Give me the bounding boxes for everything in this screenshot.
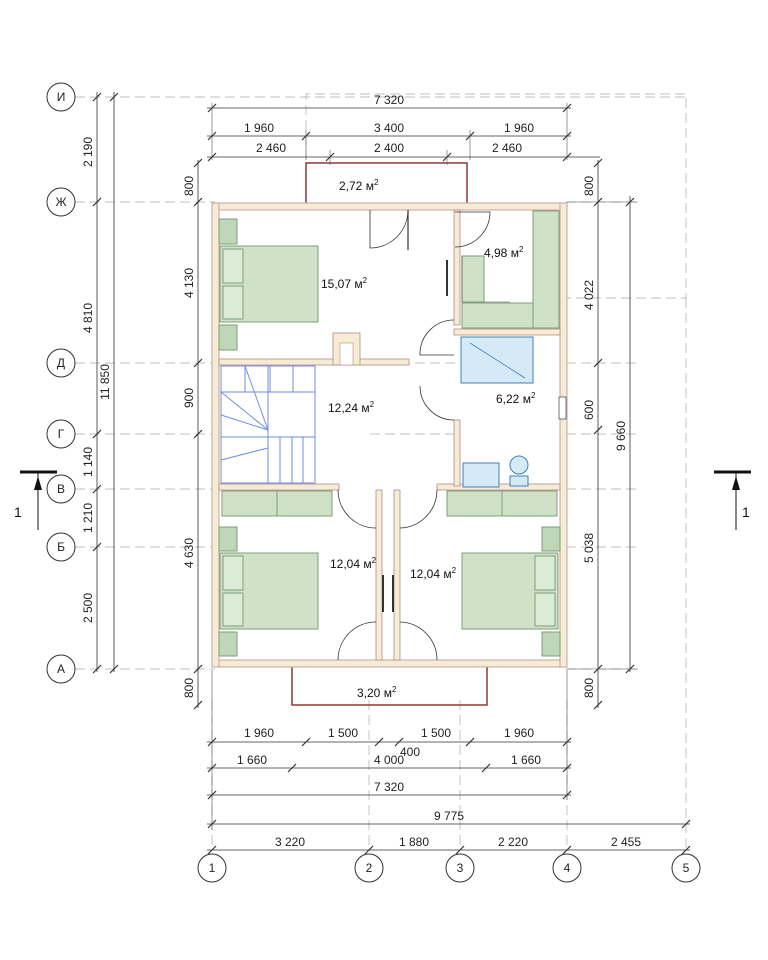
room-area-bathroom: 6,22 м2 [496,391,536,406]
axis-circle-5: 5 [671,853,701,883]
left-dimensions: 800 4 130 900 4 630 800 2 190 4 810 1 14… [81,92,203,710]
dim-top-r3-b: 2 400 [374,141,404,155]
room-areas: 2,72 м2 15,07 м2 4,98 м2 12,24 м2 6,22 м… [321,178,536,700]
column-axis-markers: 1 2 3 4 5 [197,853,701,883]
doors [337,209,491,661]
dim-right-in-3: 600 [582,400,596,420]
dim-top-r3-a: 2 460 [256,141,286,155]
bed-bottom-right [446,490,561,657]
svg-text:1: 1 [14,504,22,520]
dim-left-out-5: 2 500 [81,593,95,623]
dim-top-r3-c: 2 460 [492,141,522,155]
svg-text:3: 3 [457,861,464,875]
row-axis-markers: И Ж Д Г В Б А [46,82,76,684]
dim-left-in-5: 800 [182,678,196,698]
axis-circle-1: 1 [197,853,227,883]
axis-circle-3: 3 [445,853,475,883]
axis-circle-v: В [46,474,76,504]
dim-left-out-3: 1 140 [81,447,95,477]
dim-top-r2-c: 1 960 [504,121,534,135]
dim-right-in-2: 4 022 [582,280,596,310]
upper-outline [305,93,687,299]
dim-bot-gap: 400 [400,745,420,759]
dim-left-out-1: 2 190 [81,137,95,167]
dim-bot-total-house: 7 320 [374,780,404,794]
svg-text:Б: Б [57,540,65,554]
dim-bot-r5-d: 2 455 [611,835,641,849]
dim-right-in-5: 800 [582,678,596,698]
dim-left-in-4: 4 630 [182,538,196,568]
wardrobe [461,210,560,329]
bed-bottom-left [218,490,333,657]
section-mark-right: 1 [714,470,751,530]
dim-top-r2-a: 1 960 [244,121,274,135]
dim-bot-r1-c: 1 500 [421,726,451,740]
svg-text:4: 4 [564,861,571,875]
dim-bot-r2-b: 4 000 [374,753,404,767]
top-dimensions: 7 320 1 960 3 400 1 960 2 460 2 400 2 46… [207,93,600,165]
axis-circle-4: 4 [552,853,582,883]
dim-left-out-4: 1 210 [81,503,95,533]
axis-circle-b: Б [46,532,76,562]
right-dimensions: 800 4 022 600 5 038 800 9 660 [567,158,638,710]
room-area-bedroom-2: 12,04 м2 [330,556,377,571]
dim-top-total: 7 320 [374,93,404,107]
axis-circle-2: 2 [354,853,384,883]
room-area-hall: 12,24 м2 [328,400,375,415]
room-area-dressing: 4,98 м2 [484,245,524,260]
svg-text:5: 5 [683,861,690,875]
dim-left-in-3: 900 [182,388,196,408]
room-area-bedroom-3: 12,04 м2 [410,566,457,581]
svg-text:Г: Г [58,427,65,441]
svg-text:2: 2 [366,861,373,875]
dim-bot-r2-a: 1 660 [237,753,267,767]
dim-bot-total-overall: 9 775 [434,809,464,823]
dim-bot-r1-d: 1 960 [504,726,534,740]
dim-bot-r5-b: 1 880 [399,835,429,849]
dim-bot-r1-b: 1 500 [328,726,358,740]
axis-circle-i: И [46,82,76,112]
axis-circle-zh: Ж [46,187,76,217]
dim-bot-r2-c: 1 660 [511,753,541,767]
room-area-porch-top: 2,72 м2 [339,178,379,193]
room-area-porch-bottom: 3,20 м2 [357,685,397,700]
dim-left-in-1: 800 [182,176,196,196]
bottom-dimensions: 1 960 1 500 1 500 1 960 400 1 660 4 000 … [207,670,691,855]
dim-right-total: 9 660 [614,421,628,451]
dim-right-in-1: 800 [582,176,596,196]
top-porch [305,162,468,204]
svg-text:И: И [57,90,66,104]
section-mark-left: 1 [14,470,57,530]
dim-left-out-2: 4 810 [81,303,95,333]
dim-bot-r5-c: 2 220 [498,835,528,849]
svg-text:1: 1 [209,861,216,875]
svg-text:В: В [57,482,65,496]
axis-circle-a: А [46,654,76,684]
staircase [220,365,316,484]
svg-text:Д: Д [57,356,65,370]
dim-bot-r1-a: 1 960 [244,726,274,740]
bed-top-left [218,218,319,351]
axis-circle-g: Г [46,419,76,449]
dim-left-total: 11 850 [98,364,112,400]
bottom-porch [291,666,488,706]
svg-text:1: 1 [742,504,750,520]
svg-text:Ж: Ж [55,195,66,209]
dim-bot-r5-a: 3 220 [275,835,305,849]
svg-text:А: А [57,662,65,676]
dim-left-in-2: 4 130 [182,268,196,298]
axis-circle-d: Д [46,348,76,378]
room-area-bedroom-1: 15,07 м2 [321,276,368,291]
dim-top-r2-b: 3 400 [374,121,404,135]
bathroom-fixtures [460,336,567,488]
dim-right-in-4: 5 038 [582,533,596,563]
exterior-walls [211,202,568,668]
